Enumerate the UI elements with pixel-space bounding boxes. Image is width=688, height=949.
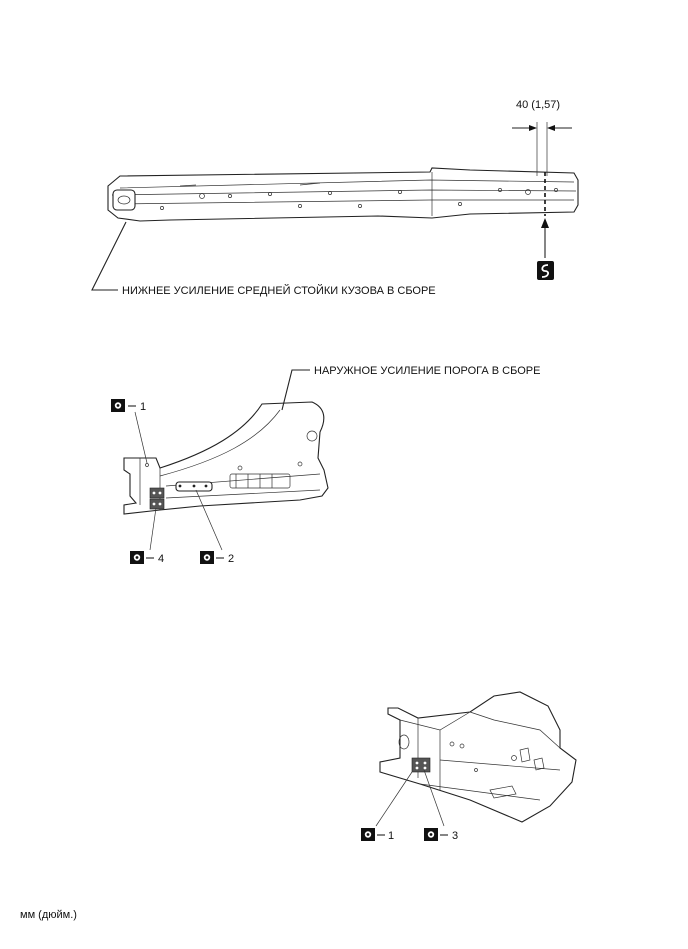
rocker-spot-welds	[149, 484, 208, 510]
callout-2	[195, 489, 224, 564]
callout-1-top-number: 1	[140, 401, 146, 413]
spot-weld-icon	[200, 551, 214, 564]
callout-3-number: 3	[452, 830, 458, 842]
callout-1-bottom-number: 1	[388, 830, 394, 842]
callout-3	[423, 769, 448, 841]
lower-pillar-label: НИЖНЕЕ УСИЛЕНИЕ СРЕДНЕЙ СТОЙКИ КУЗОВА В …	[122, 284, 436, 297]
callout-4-number: 4	[158, 553, 164, 565]
callout-2-number: 2	[228, 553, 234, 565]
callout-4	[130, 507, 157, 564]
units-label: мм (дюйм.)	[20, 909, 77, 921]
dimension-label: 40 (1,57)	[516, 99, 560, 111]
rocker-3d-view-drawing	[379, 691, 577, 823]
spot-weld-icon	[361, 828, 375, 841]
spot-weld-icon	[111, 399, 125, 412]
rocker-outer-leader	[281, 369, 310, 411]
bottom-spot-welds	[411, 757, 431, 773]
callout-1-bottom	[361, 771, 413, 841]
callout-1-top	[111, 399, 148, 464]
spot-weld-icon	[130, 551, 144, 564]
spot-weld-icon	[424, 828, 438, 841]
rocker-outer-label: НАРУЖНОЕ УСИЛЕНИЕ ПОРОГА В СБОРЕ	[314, 365, 540, 377]
cut-line-dimension	[512, 122, 572, 258]
lower-pillar-leader	[91, 221, 127, 291]
saw-cut-icon	[537, 261, 554, 280]
lower-center-pillar-reinforcement-drawing	[107, 167, 579, 222]
